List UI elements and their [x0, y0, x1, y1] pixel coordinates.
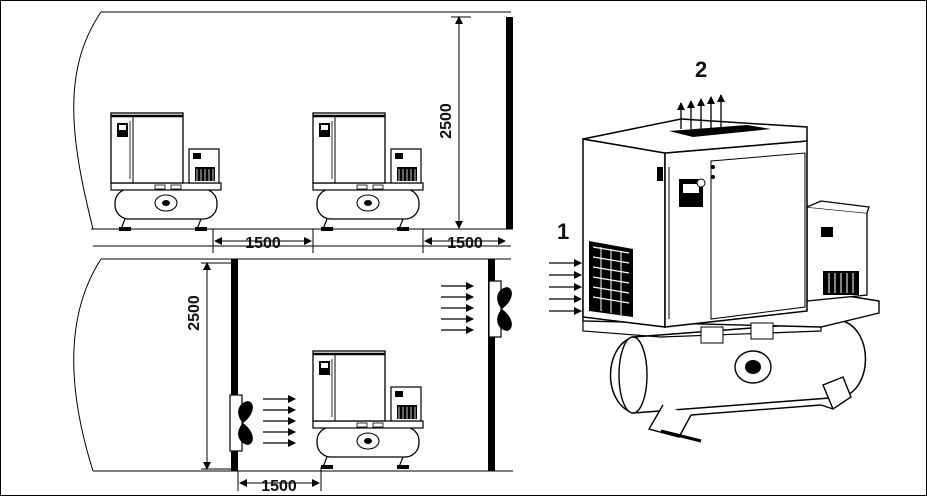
outlet-arrows — [677, 94, 725, 129]
top-spacing-between: 1500 — [212, 229, 314, 253]
top-compressor-right — [311, 111, 425, 233]
bottom-height-label: 2500 — [186, 295, 203, 331]
inlet-arrows — [549, 259, 582, 315]
bottom-room: 2500 1500 — [73, 258, 513, 495]
bottom-fan-left — [229, 394, 254, 452]
callout-outlet: 2 — [695, 57, 707, 82]
bottom-room-left-wall — [231, 259, 238, 471]
bottom-spacing-wall-label: 1500 — [261, 478, 297, 495]
bottom-fan-right — [488, 280, 513, 338]
top-compressor-left — [109, 111, 223, 233]
top-spacing-between-label: 1500 — [245, 235, 281, 252]
top-room: 2500 1500 1500 — [73, 11, 513, 253]
bottom-room-right-wall — [488, 259, 495, 471]
top-height-label: 2500 — [438, 103, 455, 139]
bottom-arrows-left — [263, 399, 295, 443]
bottom-arrows-right — [441, 286, 473, 330]
top-room-wall — [506, 17, 513, 229]
bottom-spacing-wall: 1500 — [237, 467, 322, 495]
bottom-compressor — [311, 349, 425, 471]
top-height-dimension: 2500 — [438, 16, 471, 229]
top-spacing-wall: 1500 — [422, 229, 506, 253]
large-compressor — [582, 118, 880, 443]
top-spacing-wall-label: 1500 — [447, 235, 483, 252]
callout-inlet: 1 — [557, 219, 569, 244]
bottom-height-dimension: 2500 — [186, 262, 233, 470]
